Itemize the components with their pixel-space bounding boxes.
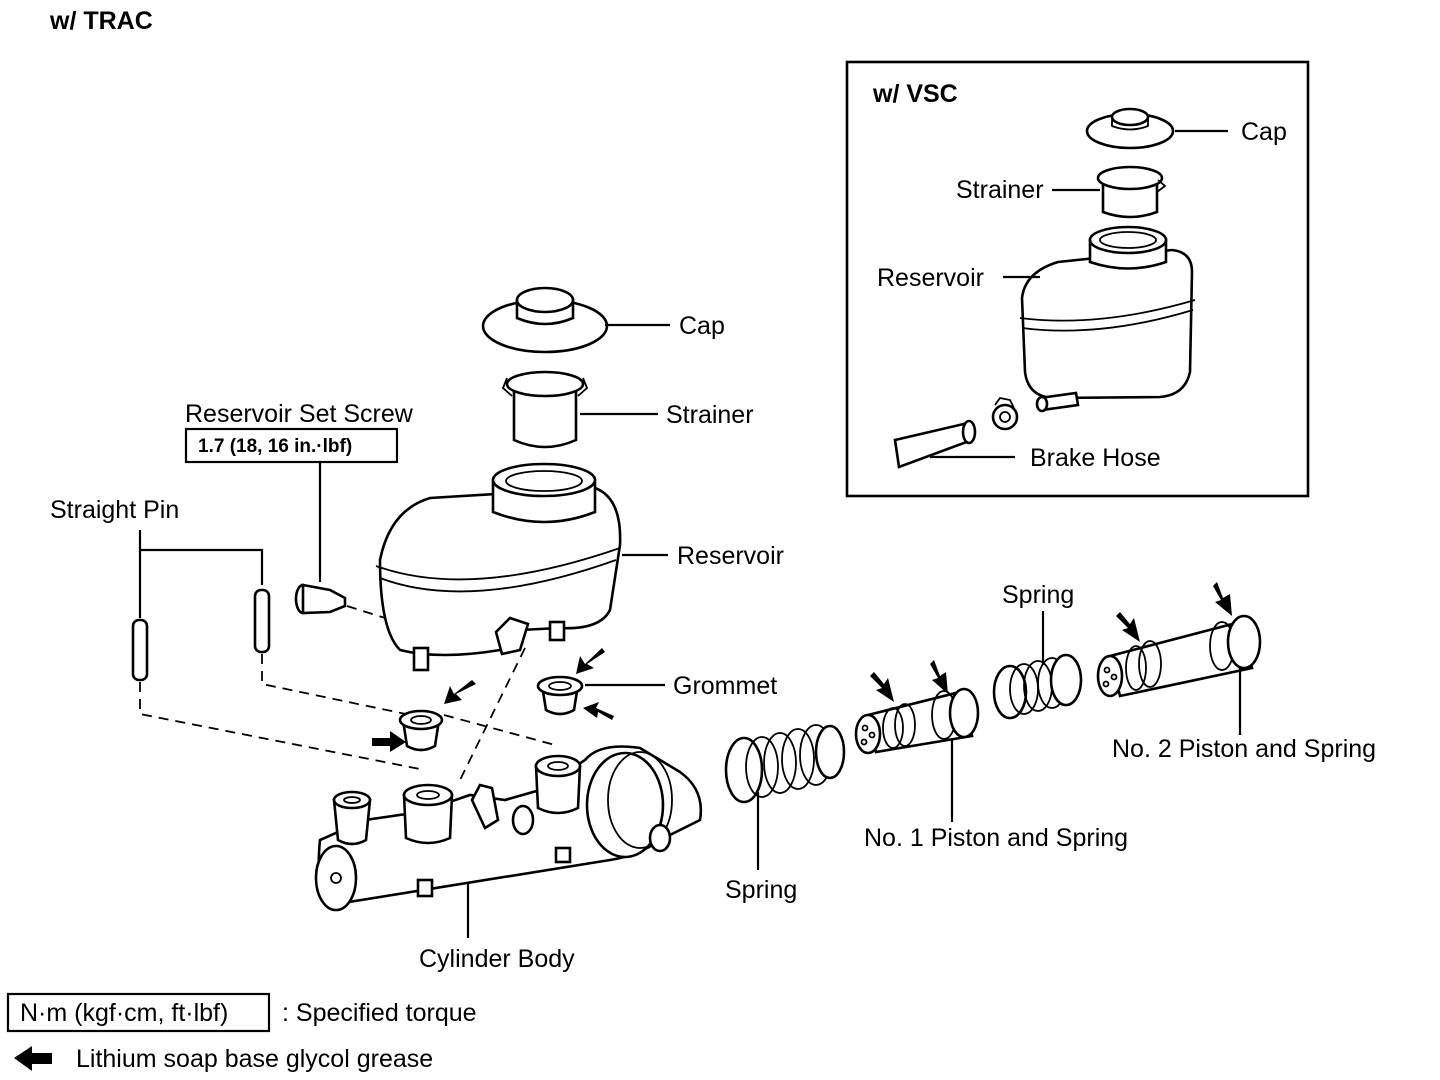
inset-strainer (1096, 165, 1167, 219)
grease-arrows (372, 582, 1232, 752)
no2-piston (1096, 614, 1262, 698)
reservoir (375, 462, 622, 672)
grease-arrow-icon (14, 1046, 52, 1071)
grease-arrow-icon (1213, 582, 1232, 616)
spring-top (992, 653, 1083, 720)
spring-left-label: Spring (725, 876, 797, 904)
inset-brake-hose (893, 397, 1019, 469)
strainer-label: Strainer (666, 401, 754, 429)
straight-pin-left (131, 618, 149, 682)
no1-piston-label: No. 1 Piston and Spring (864, 824, 1128, 852)
inset-reservoir (1019, 225, 1196, 413)
grease-arrow-icon (583, 702, 614, 720)
no1-piston (854, 687, 980, 755)
strainer (501, 370, 589, 449)
straight-pin-label: Straight Pin (50, 496, 179, 524)
heading-w-trac: w/ TRAC (49, 7, 153, 35)
grease-arrow-icon (576, 648, 605, 674)
heading-w-vsc: w/ VSC (872, 80, 958, 108)
legend: N·m (kgf·cm, ft·lbf) : Specified torque … (6, 992, 477, 1073)
vsc-inset: w/ VSC Cap Strainer Reservo (845, 60, 1310, 498)
reservoir-set-screw-label: Reservoir Set Screw (185, 400, 414, 428)
no2-piston-label: No. 2 Piston and Spring (1112, 735, 1376, 763)
spring-top-label: Spring (1002, 581, 1074, 609)
inset-cap-label: Cap (1241, 118, 1287, 146)
legend-torque-units: N·m (kgf·cm, ft·lbf) (20, 999, 228, 1027)
grease-arrow-icon (1116, 612, 1140, 642)
cap-label: Cap (679, 312, 725, 340)
cylinder-body (314, 745, 703, 912)
grease-arrow-icon (930, 660, 948, 694)
cylinder-body-label: Cylinder Body (419, 945, 575, 973)
spring-left (724, 724, 846, 804)
legend-torque-desc: : Specified torque (282, 999, 477, 1027)
reservoir-set-screw (294, 583, 347, 615)
grease-arrow-icon (870, 672, 894, 702)
legend-torque-box (6, 992, 271, 1033)
inset-brake-hose-label: Brake Hose (1030, 444, 1161, 472)
torque-spec-box (184, 427, 399, 464)
cap (481, 286, 609, 354)
grommet-lower (398, 709, 444, 752)
grease-arrow-icon (372, 731, 406, 752)
reservoir-label: Reservoir (677, 542, 784, 570)
straight-pin-right (253, 588, 271, 654)
grommet-label: Grommet (673, 672, 777, 700)
inset-strainer-label: Strainer (956, 176, 1044, 204)
grease-arrow-icon (444, 680, 476, 704)
legend-grease-desc: Lithium soap base glycol grease (76, 1045, 433, 1073)
grommet-upper (536, 675, 584, 716)
inset-cap (1085, 107, 1175, 150)
torque-spec-value: 1.7 (18, 16 in.·lbf) (198, 436, 352, 457)
inset-reservoir-label: Reservoir (877, 264, 984, 292)
